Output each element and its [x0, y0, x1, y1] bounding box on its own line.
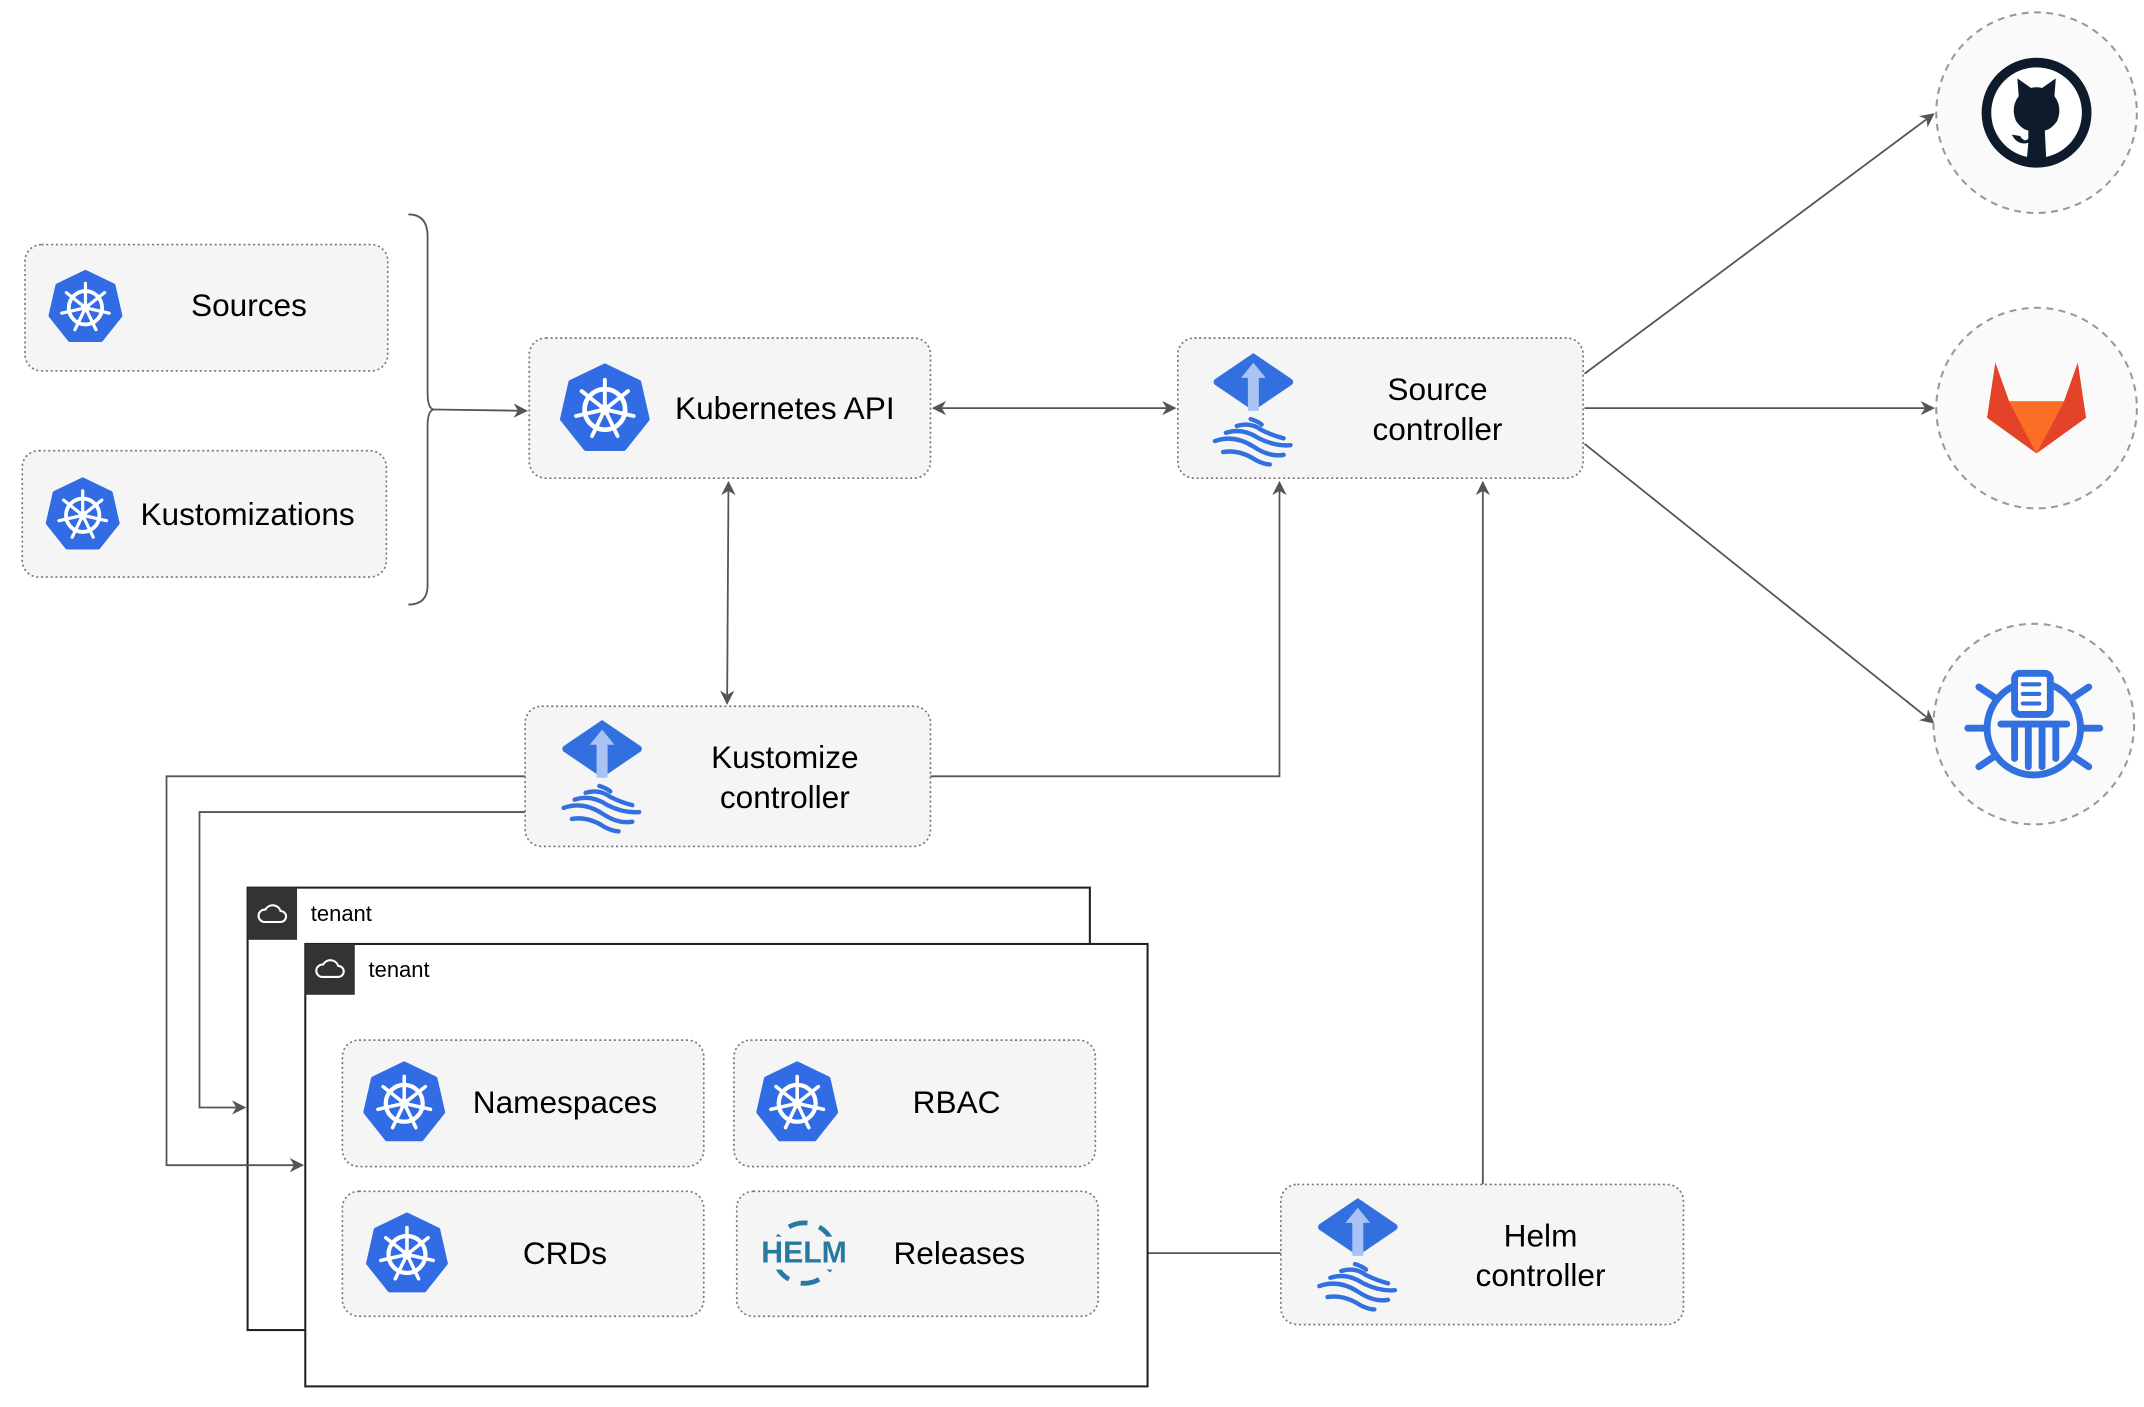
node-kustomizations[interactable]: Kustomizations: [21, 449, 388, 578]
gitlab-icon: [1987, 362, 2087, 454]
kubernetes-icon: [368, 1215, 446, 1291]
bucket-icon: [1964, 669, 2104, 779]
node-sources[interactable]: Sources: [24, 243, 389, 372]
node-namespaces[interactable]: Namespaces: [341, 1039, 705, 1168]
node-helm-controller[interactable]: Helm controller: [1280, 1183, 1685, 1326]
node-label: RBAC: [913, 1084, 1001, 1120]
node-label: Namespaces: [473, 1084, 657, 1120]
node-label: controller: [1476, 1257, 1606, 1293]
edge-source-to-github: [1583, 113, 1935, 375]
node-label: Source: [1387, 371, 1487, 407]
node-label: Kustomizations: [140, 496, 354, 532]
grouping-brace: [408, 213, 435, 606]
node-label: Sources: [191, 287, 307, 323]
github-icon: [1981, 57, 2092, 168]
edge-kustomize-to-tenant: [198, 811, 526, 1115]
edge-kustomize-to-tenant: [165, 775, 526, 1173]
node-releases[interactable]: HELM Releases: [735, 1190, 1099, 1318]
node-kustomize-controller[interactable]: Kustomize controller: [524, 705, 932, 848]
github-source[interactable]: [1935, 11, 2138, 215]
node-label: Kubernetes API: [675, 390, 895, 426]
node-crds[interactable]: CRDs: [341, 1190, 705, 1318]
edge-crds-to-api: [434, 403, 528, 418]
kubernetes-icon: [45, 477, 120, 550]
node-label: Kustomize: [711, 739, 858, 775]
edge-api-kustomize-controller: [720, 480, 736, 705]
node-label: Helm: [1504, 1217, 1578, 1253]
node-label: controller: [720, 779, 850, 815]
helm-icon: HELM: [761, 1220, 847, 1286]
edge-kustomize-to-source: [930, 480, 1287, 778]
node-source-controller[interactable]: Source controller: [1176, 337, 1584, 479]
bucket-source[interactable]: [1932, 622, 2136, 826]
kubernetes-icon: [562, 366, 647, 449]
kubernetes-icon: [365, 1064, 443, 1140]
node-label: Releases: [893, 1235, 1025, 1271]
tenant-label: tenant: [311, 901, 372, 926]
node-rbac[interactable]: RBAC: [733, 1039, 1097, 1168]
node-kubernetes-api[interactable]: Kubernetes API: [528, 337, 932, 479]
node-label: controller: [1373, 411, 1503, 447]
svg-text:HELM: HELM: [761, 1236, 847, 1269]
kubernetes-icon: [758, 1064, 836, 1140]
tenant-label: tenant: [369, 957, 430, 982]
gitlab-source[interactable]: [1935, 306, 2138, 510]
node-label: CRDs: [523, 1235, 607, 1271]
edge-source-to-bucket: [1583, 443, 1935, 724]
kubernetes-icon: [48, 269, 123, 343]
